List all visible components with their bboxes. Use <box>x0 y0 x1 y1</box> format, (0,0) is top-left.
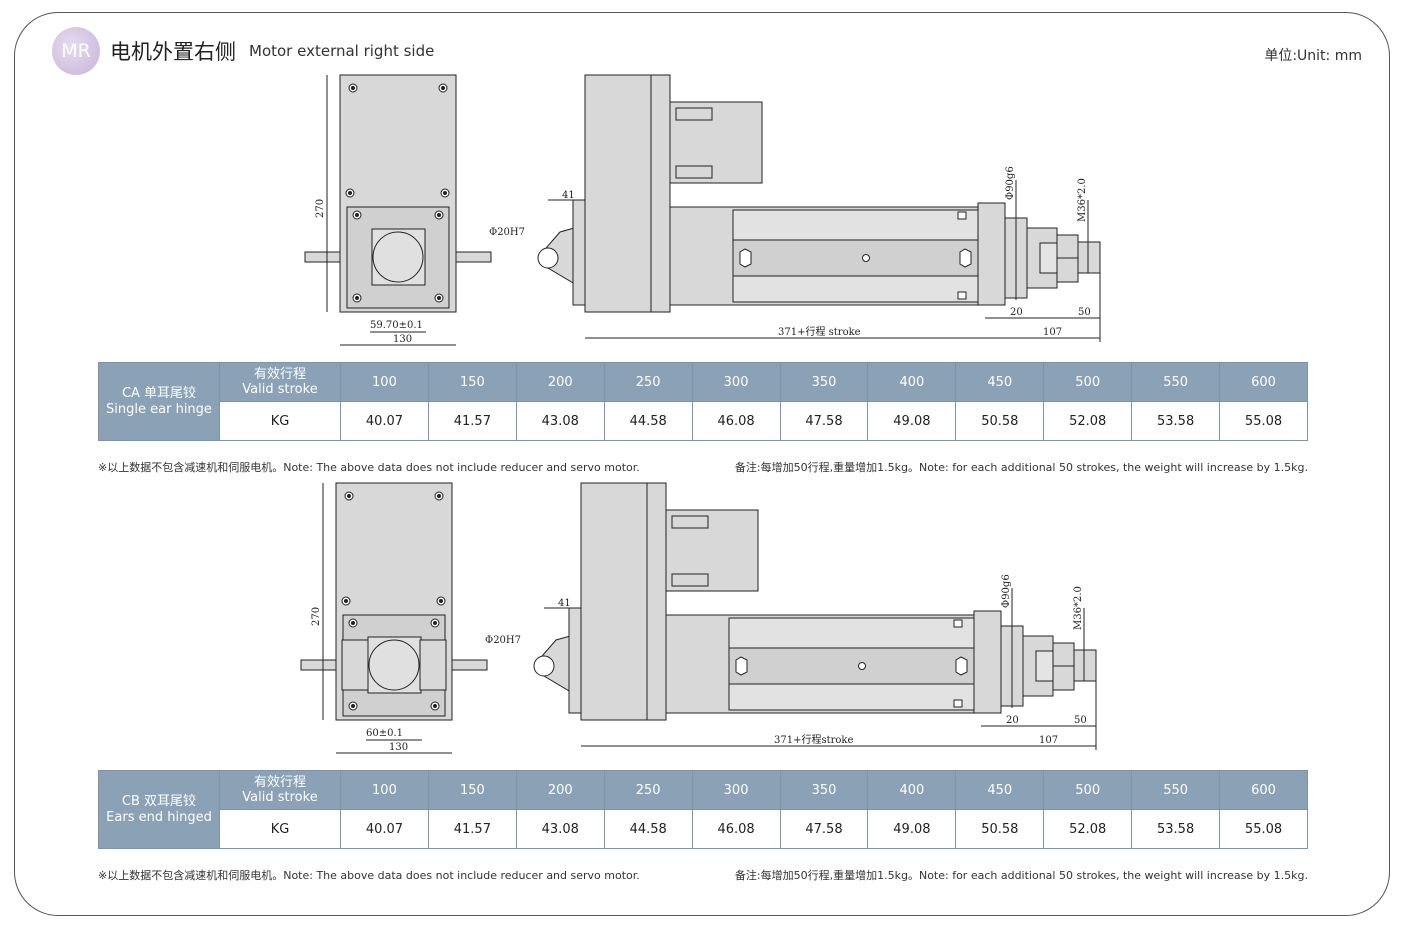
series-badge: MR <box>52 27 100 75</box>
stroke-label-cn: 有效行程 <box>253 775 306 790</box>
weight-value: 50.58 <box>955 809 1045 849</box>
model-name-cn: CB 双耳尾铰 <box>121 793 197 809</box>
weight-value: 49.08 <box>867 401 957 441</box>
weight-value: 46.08 <box>691 809 781 849</box>
weight-value: 53.58 <box>1131 809 1221 849</box>
stroke-label-en: Valid stroke <box>242 382 318 397</box>
stroke-value: 450 <box>955 770 1045 810</box>
page-title-en: Motor external right side <box>249 42 435 60</box>
weight-value: 43.08 <box>515 401 605 441</box>
dim-height: 270 <box>311 607 322 626</box>
dim-length: 371+行程stroke <box>774 733 853 746</box>
stroke-value: 300 <box>691 770 781 810</box>
weight-value: 52.08 <box>1043 401 1133 441</box>
stroke-value: 600 <box>1219 770 1308 810</box>
weight-value: 46.08 <box>691 401 781 441</box>
weight-value: 53.58 <box>1131 401 1221 441</box>
weight-value: 41.57 <box>427 809 517 849</box>
stroke-value: 400 <box>867 362 957 402</box>
dim-flange: Φ90g6 <box>1005 166 1016 200</box>
technical-drawing: 270 59.70±0.1 130 41 Φ20H7 371+行程 stroke… <box>304 74 1101 346</box>
dim-ear: 41 <box>558 598 571 609</box>
dim-thread: M36*2.0 <box>1073 586 1084 630</box>
weight-value: 55.08 <box>1219 809 1308 849</box>
stroke-value: 250 <box>603 362 693 402</box>
dim-flange: Φ90g6 <box>1001 574 1012 608</box>
unit-label: 单位:Unit: mm <box>1264 48 1362 64</box>
page-frame <box>14 12 1390 916</box>
side-view <box>533 482 1097 750</box>
note-exclusion: ※以上数据不包含减速机和伺服电机。Note: The above data do… <box>98 869 640 882</box>
stroke-label-en: Valid stroke <box>242 790 318 805</box>
stroke-value: 250 <box>603 770 693 810</box>
dim-thread: M36*2.0 <box>1077 178 1088 222</box>
front-view <box>304 74 492 346</box>
weight-value: 50.58 <box>955 401 1045 441</box>
dim-107: 107 <box>1043 327 1062 338</box>
weight-value: 40.07 <box>340 401 429 441</box>
dim-inner-width: 60±0.1 <box>366 728 403 739</box>
stroke-value: 150 <box>427 362 517 402</box>
weight-value: 49.08 <box>867 809 957 849</box>
stroke-value: 100 <box>340 362 429 402</box>
kg-label: KG <box>219 401 341 441</box>
weight-value: 40.07 <box>340 809 429 849</box>
weight-value: 44.58 <box>603 809 693 849</box>
stroke-value: 550 <box>1131 770 1221 810</box>
note-weight-increment: 备注:每增加50行程,重量增加1.5kg。Note: for each addi… <box>734 869 1308 882</box>
dim-20: 20 <box>1010 307 1023 318</box>
stroke-value: 400 <box>867 770 957 810</box>
dim-20: 20 <box>1006 715 1019 726</box>
dim-width: 130 <box>393 334 412 345</box>
note-weight-increment: 备注:每增加50行程,重量增加1.5kg。Note: for each addi… <box>734 461 1308 474</box>
dim-ear: 41 <box>562 190 575 201</box>
weight-value: 55.08 <box>1219 401 1308 441</box>
stroke-value: 500 <box>1043 770 1133 810</box>
stroke-value: 150 <box>427 770 517 810</box>
weight-value: 41.57 <box>427 401 517 441</box>
dim-height: 270 <box>315 199 326 218</box>
stroke-value: 600 <box>1219 362 1308 402</box>
model-name-en: Single ear hinge <box>106 401 212 417</box>
weight-value: 44.58 <box>603 401 693 441</box>
stroke-value: 550 <box>1131 362 1221 402</box>
front-view <box>300 482 488 754</box>
stroke-value: 200 <box>515 770 605 810</box>
stroke-value: 200 <box>515 362 605 402</box>
dim-inner-width: 59.70±0.1 <box>370 320 423 331</box>
stroke-value: 100 <box>340 770 429 810</box>
stroke-value: 350 <box>779 770 869 810</box>
note-exclusion: ※以上数据不包含减速机和伺服电机。Note: The above data do… <box>98 461 640 474</box>
dim-pin: Φ20H7 <box>489 227 525 238</box>
page-title-cn: 电机外置右侧 <box>110 40 236 64</box>
stroke-label-cn: 有效行程 <box>253 367 306 382</box>
stroke-value: 500 <box>1043 362 1133 402</box>
technical-drawing: 270 60±0.1 130 41 Φ20H7 371+行程stroke Φ90… <box>300 482 1097 754</box>
weight-value: 47.58 <box>779 401 869 441</box>
stroke-value: 300 <box>691 362 781 402</box>
dim-pin: Φ20H7 <box>485 635 521 646</box>
model-name-en: Ears end hinged <box>106 809 212 825</box>
stroke-value: 450 <box>955 362 1045 402</box>
stroke-value: 350 <box>779 362 869 402</box>
weight-value: 52.08 <box>1043 809 1133 849</box>
dim-length: 371+行程 stroke <box>778 325 861 338</box>
model-name-cn: CA 单耳尾铰 <box>121 385 197 401</box>
dim-width: 130 <box>389 742 408 753</box>
weight-value: 47.58 <box>779 809 869 849</box>
dim-50: 50 <box>1078 307 1091 318</box>
dim-50: 50 <box>1074 715 1087 726</box>
kg-label: KG <box>219 809 341 849</box>
side-view <box>537 74 1101 342</box>
dim-107: 107 <box>1039 735 1058 746</box>
weight-value: 43.08 <box>515 809 605 849</box>
